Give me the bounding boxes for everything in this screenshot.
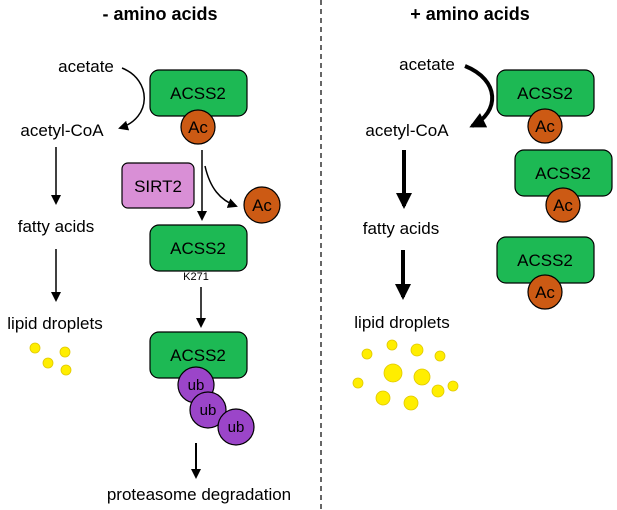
left-lipid-droplets-label: lipid droplets: [7, 314, 102, 333]
right-ac-label-3: Ac: [535, 283, 555, 302]
left-acetyl-coa-label: acetyl-CoA: [20, 121, 104, 140]
lipid-droplet: [375, 390, 391, 406]
right-lipid-droplets-label: lipid droplets: [354, 313, 449, 332]
right-ac-circle-3: [527, 274, 563, 310]
lipid-droplet: [352, 377, 364, 389]
lipid-droplet: [386, 339, 398, 351]
right-acetyl-coa-label: acetyl-CoA: [365, 121, 449, 140]
left-acss2-label-1: ACSS2: [170, 84, 226, 103]
right-ac-circle-2: [545, 187, 581, 223]
left-ub-circle-3: [217, 408, 255, 446]
right-acss2-label-1: ACSS2: [517, 84, 573, 103]
right-acetate-label: acetate: [399, 55, 455, 74]
left-k271-label: K271: [183, 271, 209, 283]
right-acss2-label-2: ACSS2: [535, 164, 591, 183]
left-ub-circle-2: [189, 391, 227, 429]
left-acss2-label-2: ACSS2: [170, 239, 226, 258]
lipid-droplet: [59, 346, 71, 358]
left-acss2-deacetylated: [149, 224, 248, 272]
lipid-droplet: [410, 343, 424, 357]
left-sirt2-label: SIRT2: [134, 177, 182, 196]
lipid-droplet: [434, 350, 446, 362]
right-title: + amino acids: [410, 4, 530, 24]
right-ac-label-2: Ac: [553, 196, 573, 215]
left-ac-circle-1: [180, 109, 216, 145]
left-ac-released-label: Ac: [252, 196, 272, 215]
lipid-droplet: [60, 364, 72, 376]
lipid-droplet: [413, 368, 431, 386]
left-ac-released-circle: [243, 186, 281, 224]
right-fatty-acids-label: fatty acids: [363, 219, 440, 238]
right-lipid-droplets: [352, 339, 459, 411]
left-ub-label-3: ub: [228, 419, 245, 436]
right-ac-label-1: Ac: [535, 117, 555, 136]
left-lipid-droplets: [29, 342, 72, 376]
right-acetate-to-acetylcoa-arrow: [464, 64, 495, 128]
right-acss2-label-3: ACSS2: [517, 251, 573, 270]
lipid-droplet: [42, 357, 54, 369]
lipid-droplet: [361, 348, 373, 360]
left-title: - amino acids: [102, 4, 217, 24]
left-acetate-to-acetylcoa-arrow: [118, 67, 145, 131]
lipid-droplet: [447, 380, 459, 392]
left-acss2-label-3: ACSS2: [170, 346, 226, 365]
left-degradation-label: proteasome degradation: [107, 485, 291, 504]
lipid-droplet: [383, 363, 403, 383]
left-sirt2-box: [121, 162, 195, 209]
lipid-droplet: [431, 384, 445, 398]
right-ac-circle-1: [527, 108, 563, 144]
left-ac-label-1: Ac: [188, 118, 208, 137]
lipid-droplet: [403, 395, 419, 411]
lipid-droplet: [29, 342, 41, 354]
left-fatty-acids-label: fatty acids: [18, 217, 95, 236]
left-acetate-label: acetate: [58, 57, 114, 76]
left-ub-label-1: ub: [188, 377, 205, 394]
left-ac-release-arrow: [204, 165, 238, 208]
left-ub-label-2: ub: [200, 402, 217, 419]
